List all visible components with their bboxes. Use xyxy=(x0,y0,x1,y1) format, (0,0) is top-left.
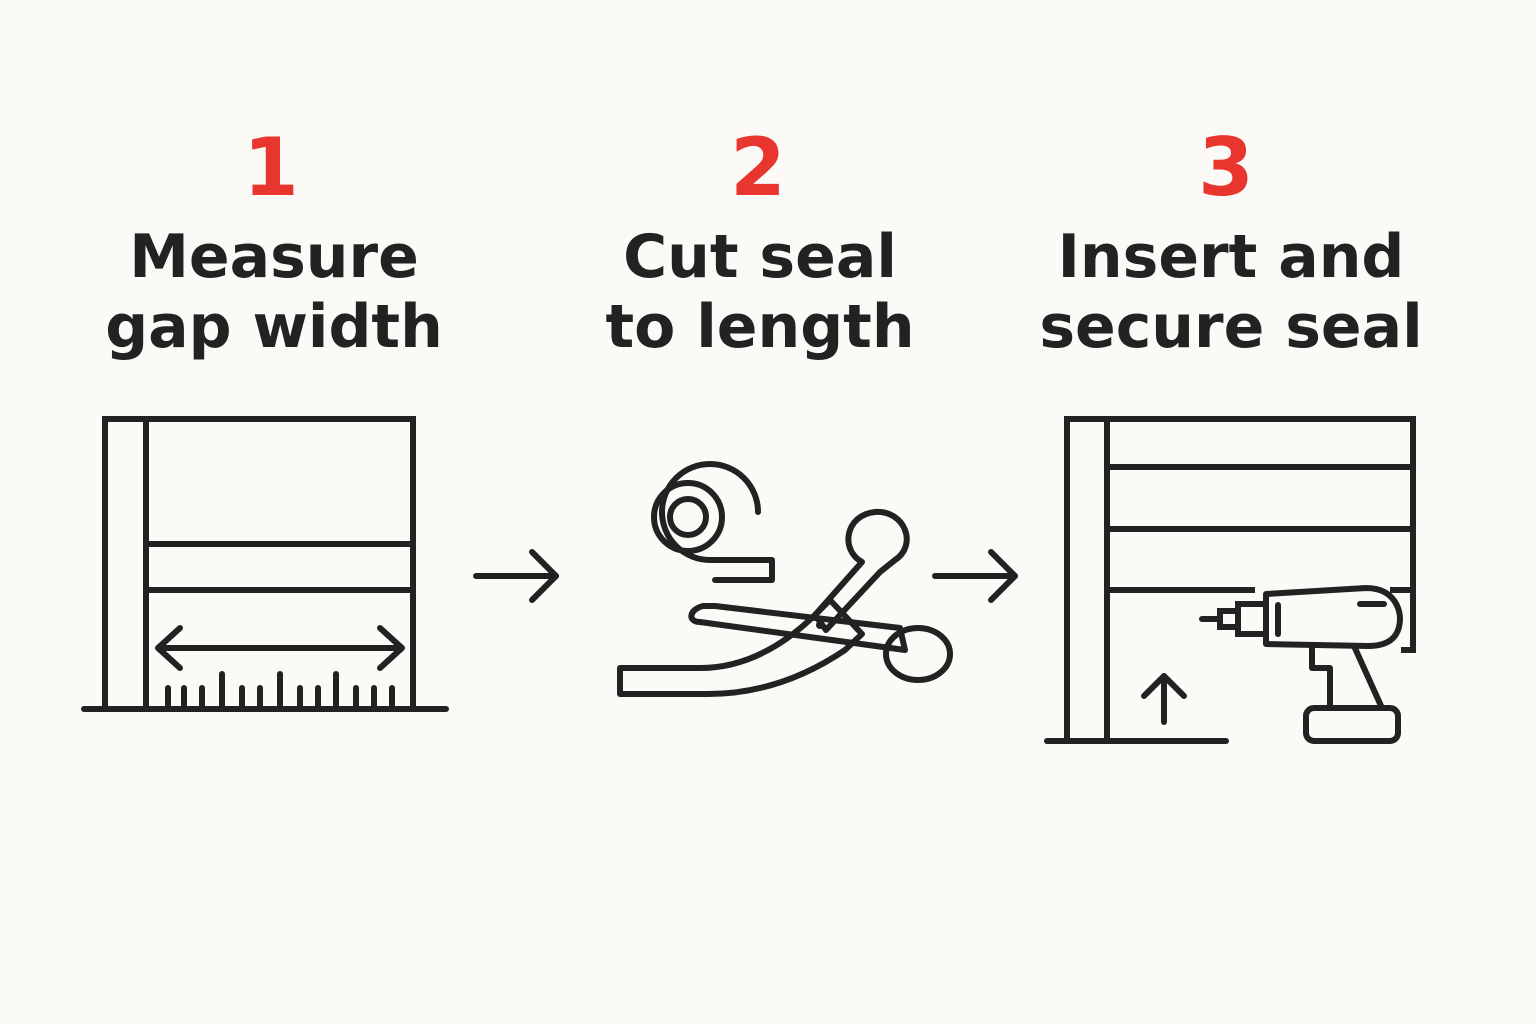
step-1-title-line-1: Measure xyxy=(129,222,419,292)
step-1-title-line-2: gap width xyxy=(105,292,443,362)
step-1-number: 1 xyxy=(243,121,299,214)
step-3-title-line-1: Insert and xyxy=(1057,222,1405,292)
drill-icon xyxy=(1199,585,1403,744)
seal-roll-scissors-icon xyxy=(617,461,953,697)
seal-roll-icon xyxy=(651,461,775,583)
arrow-right-icon xyxy=(932,549,1018,603)
arrow-up-icon xyxy=(1141,673,1187,725)
step-3-title-line-2: secure seal xyxy=(1039,292,1423,362)
garage-door-measure-icon xyxy=(81,416,449,712)
step-2-title: Cut seal to length xyxy=(550,222,970,362)
step-3-title: Insert and secure seal xyxy=(1021,222,1441,362)
step-2-title-line-2: to length xyxy=(605,292,915,362)
step-3-number: 3 xyxy=(1198,121,1254,214)
scissors-icon xyxy=(688,508,953,683)
step-2-title-line-1: Cut seal xyxy=(623,222,897,292)
arrow-right-icon xyxy=(473,549,559,603)
step-2-number: 2 xyxy=(730,121,786,214)
garage-door-drill-icon xyxy=(1044,416,1416,744)
step-1-title: Measure gap width xyxy=(64,222,484,362)
